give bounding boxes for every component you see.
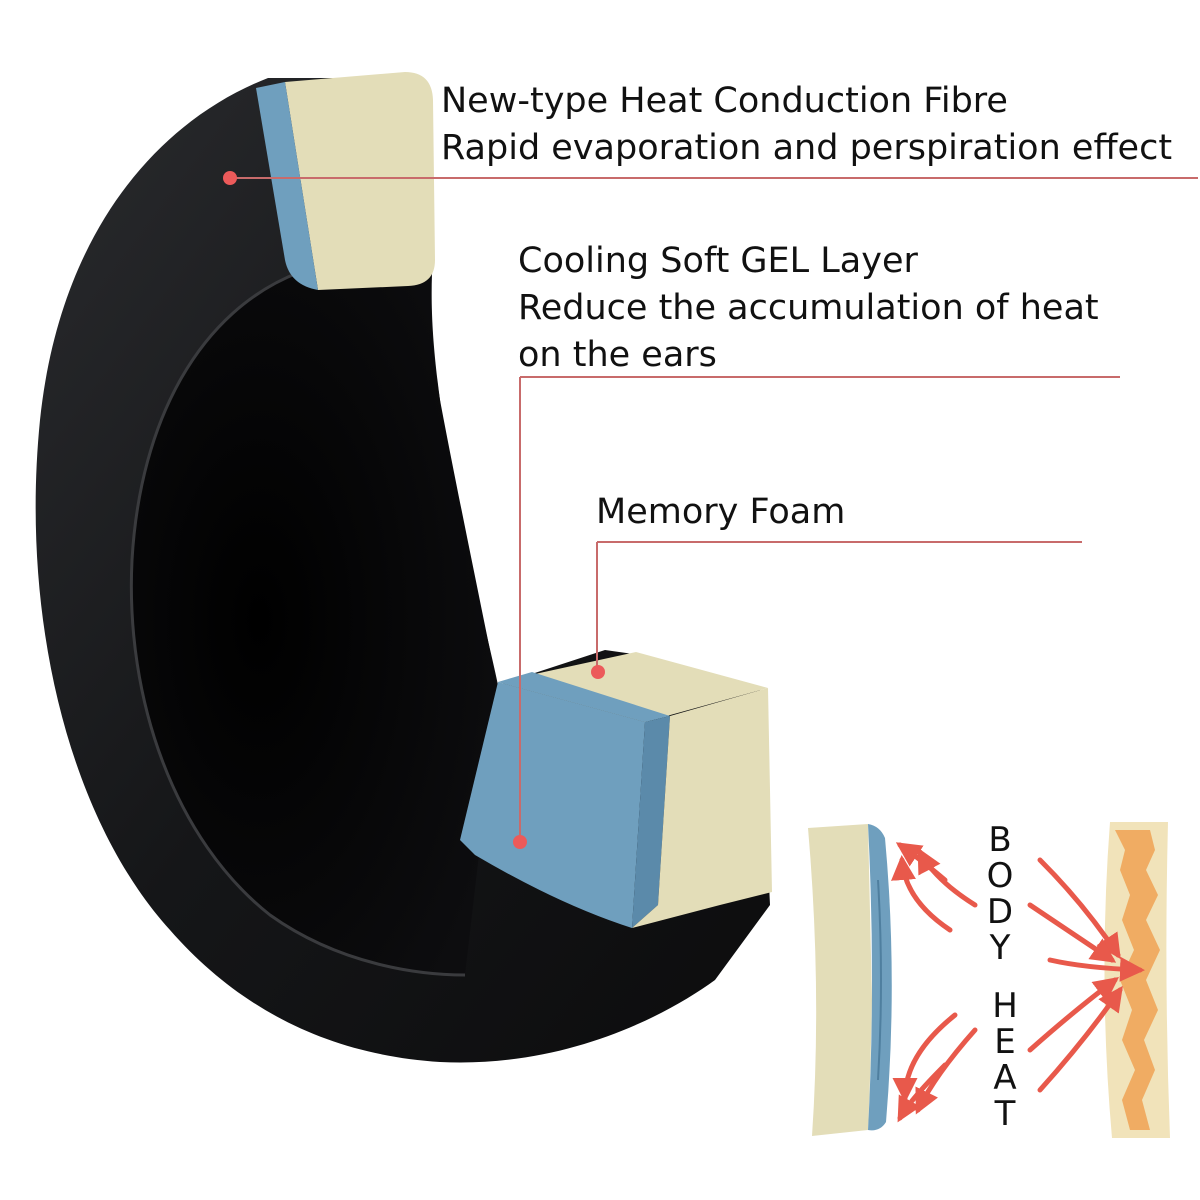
heat-arrows	[891, 842, 1145, 1123]
callout-gel-desc-2: on the ears	[518, 335, 717, 375]
bottom-gel-edge	[632, 716, 670, 928]
dot-fibre	[223, 171, 237, 185]
body-letter-o: O	[986, 856, 1014, 896]
arrow-right-2	[1027, 902, 1117, 963]
cushion-inner-opening	[131, 265, 498, 975]
cooling-pad-illustration	[808, 824, 892, 1136]
heat-letter-h: H	[992, 986, 1018, 1026]
cooling-pad-gel-highlight	[877, 879, 882, 1081]
heat-letter-a: A	[993, 1058, 1017, 1098]
dot-foam	[591, 665, 605, 679]
arrow-lower-2	[915, 1027, 978, 1115]
top-gel-face	[256, 82, 318, 290]
bottom-gel-top	[498, 672, 670, 722]
callout-memory-foam: Memory Foam	[596, 492, 846, 532]
leader-lines	[223, 171, 1198, 849]
heat-letter-t: T	[994, 1094, 1016, 1134]
top-cross-section	[256, 72, 435, 290]
dot-gel	[513, 835, 527, 849]
cooling-pad-foam	[808, 824, 872, 1136]
body-letter-d: D	[986, 892, 1014, 932]
arrow-right-3	[1047, 956, 1145, 982]
arrow-right-5	[1037, 985, 1123, 1093]
callout-fibre-title: New-type Heat Conduction Fibre	[441, 81, 1008, 121]
callout-gel-desc-1: Reduce the accumulation of heat	[518, 288, 1099, 328]
body-letter-y: Y	[989, 928, 1011, 968]
callout-gel-title: Cooling Soft GEL Layer	[518, 241, 918, 281]
bottom-gel-face	[460, 682, 645, 928]
cushion-inner-rim	[129, 270, 466, 977]
arrow-upper-2	[917, 847, 978, 908]
body-letter-b: B	[988, 820, 1012, 860]
heat-letter-e: E	[994, 1022, 1016, 1062]
arrow-upper-3	[891, 855, 953, 933]
cooling-pad-gel	[868, 824, 892, 1131]
top-foam-face	[285, 72, 435, 290]
arrow-lower-3	[892, 1012, 958, 1103]
bottom-foam-face	[632, 688, 772, 928]
bottom-cross-section	[460, 652, 772, 928]
bottom-foam-top	[498, 652, 768, 722]
callout-fibre-desc: Rapid evaporation and perspiration effec…	[441, 128, 1173, 168]
